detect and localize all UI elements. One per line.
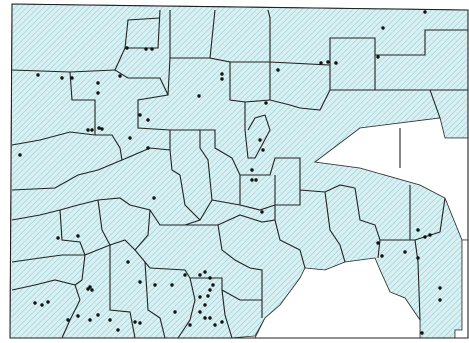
site-point (138, 321, 142, 325)
site-point (326, 60, 330, 64)
site-point (428, 233, 432, 237)
site-point (220, 320, 224, 324)
site-point (250, 178, 254, 182)
state-outline (9, 3, 469, 339)
site-point (208, 276, 212, 280)
site-point (36, 73, 40, 77)
site-point (133, 320, 137, 324)
site-point (88, 285, 92, 289)
site-point (138, 280, 142, 284)
county-unshaded-south (254, 257, 421, 339)
site-point (76, 314, 80, 318)
site-point (198, 295, 202, 299)
site-point (380, 254, 384, 258)
site-point (88, 318, 92, 322)
site-point (146, 146, 150, 150)
site-point (198, 273, 202, 277)
site-point (170, 283, 174, 287)
site-point (33, 301, 37, 305)
site-point (96, 313, 100, 317)
site-point (376, 241, 380, 245)
site-point (100, 127, 104, 131)
site-point (438, 286, 442, 290)
site-point (211, 283, 215, 287)
site-point (126, 260, 130, 264)
site-point (173, 310, 177, 314)
site-point (125, 46, 129, 50)
site-point (403, 250, 407, 254)
site-point (261, 148, 265, 152)
site-point (150, 47, 154, 51)
county-boundaries (9, 3, 469, 339)
site-point (70, 76, 74, 80)
site-point (18, 153, 22, 157)
site-point (420, 331, 424, 335)
site-point (220, 77, 224, 81)
site-point (128, 136, 132, 140)
site-points (18, 10, 442, 335)
site-point (60, 76, 64, 80)
site-point (213, 323, 217, 327)
site-point (56, 236, 60, 240)
site-point (86, 128, 90, 132)
site-point (276, 68, 280, 72)
site-point (183, 273, 187, 277)
site-point (423, 10, 427, 14)
site-point (96, 91, 100, 95)
site-point (203, 303, 207, 307)
site-point (118, 74, 122, 78)
site-point (66, 318, 70, 322)
site-point (144, 47, 148, 51)
site-point (138, 113, 142, 117)
site-point (208, 316, 212, 320)
site-point (376, 55, 380, 59)
site-point (146, 118, 150, 122)
site-point (264, 101, 268, 105)
site-point (416, 228, 420, 232)
site-point (254, 178, 258, 182)
site-point (381, 26, 385, 30)
site-point (116, 328, 120, 332)
site-point (197, 94, 201, 98)
site-point (152, 196, 156, 200)
site-point (423, 235, 427, 239)
site-point (153, 283, 157, 287)
site-point (198, 310, 202, 314)
site-point (319, 61, 323, 65)
site-point (206, 294, 210, 298)
site-point (90, 128, 94, 132)
site-point (46, 300, 50, 304)
site-point (208, 288, 212, 292)
site-point (438, 298, 442, 302)
site-point (76, 234, 80, 238)
site-point (40, 303, 44, 307)
site-point (203, 316, 207, 320)
site-point (416, 256, 420, 260)
site-point (97, 126, 101, 130)
site-point (260, 210, 264, 214)
site-point (220, 72, 224, 76)
site-point (203, 270, 207, 274)
site-point (90, 288, 94, 292)
site-point (258, 138, 262, 142)
site-point (188, 323, 192, 327)
county-layer (9, 3, 469, 339)
site-point (334, 61, 338, 65)
site-point (250, 168, 254, 172)
site-point (108, 318, 112, 322)
site-point (96, 81, 100, 85)
